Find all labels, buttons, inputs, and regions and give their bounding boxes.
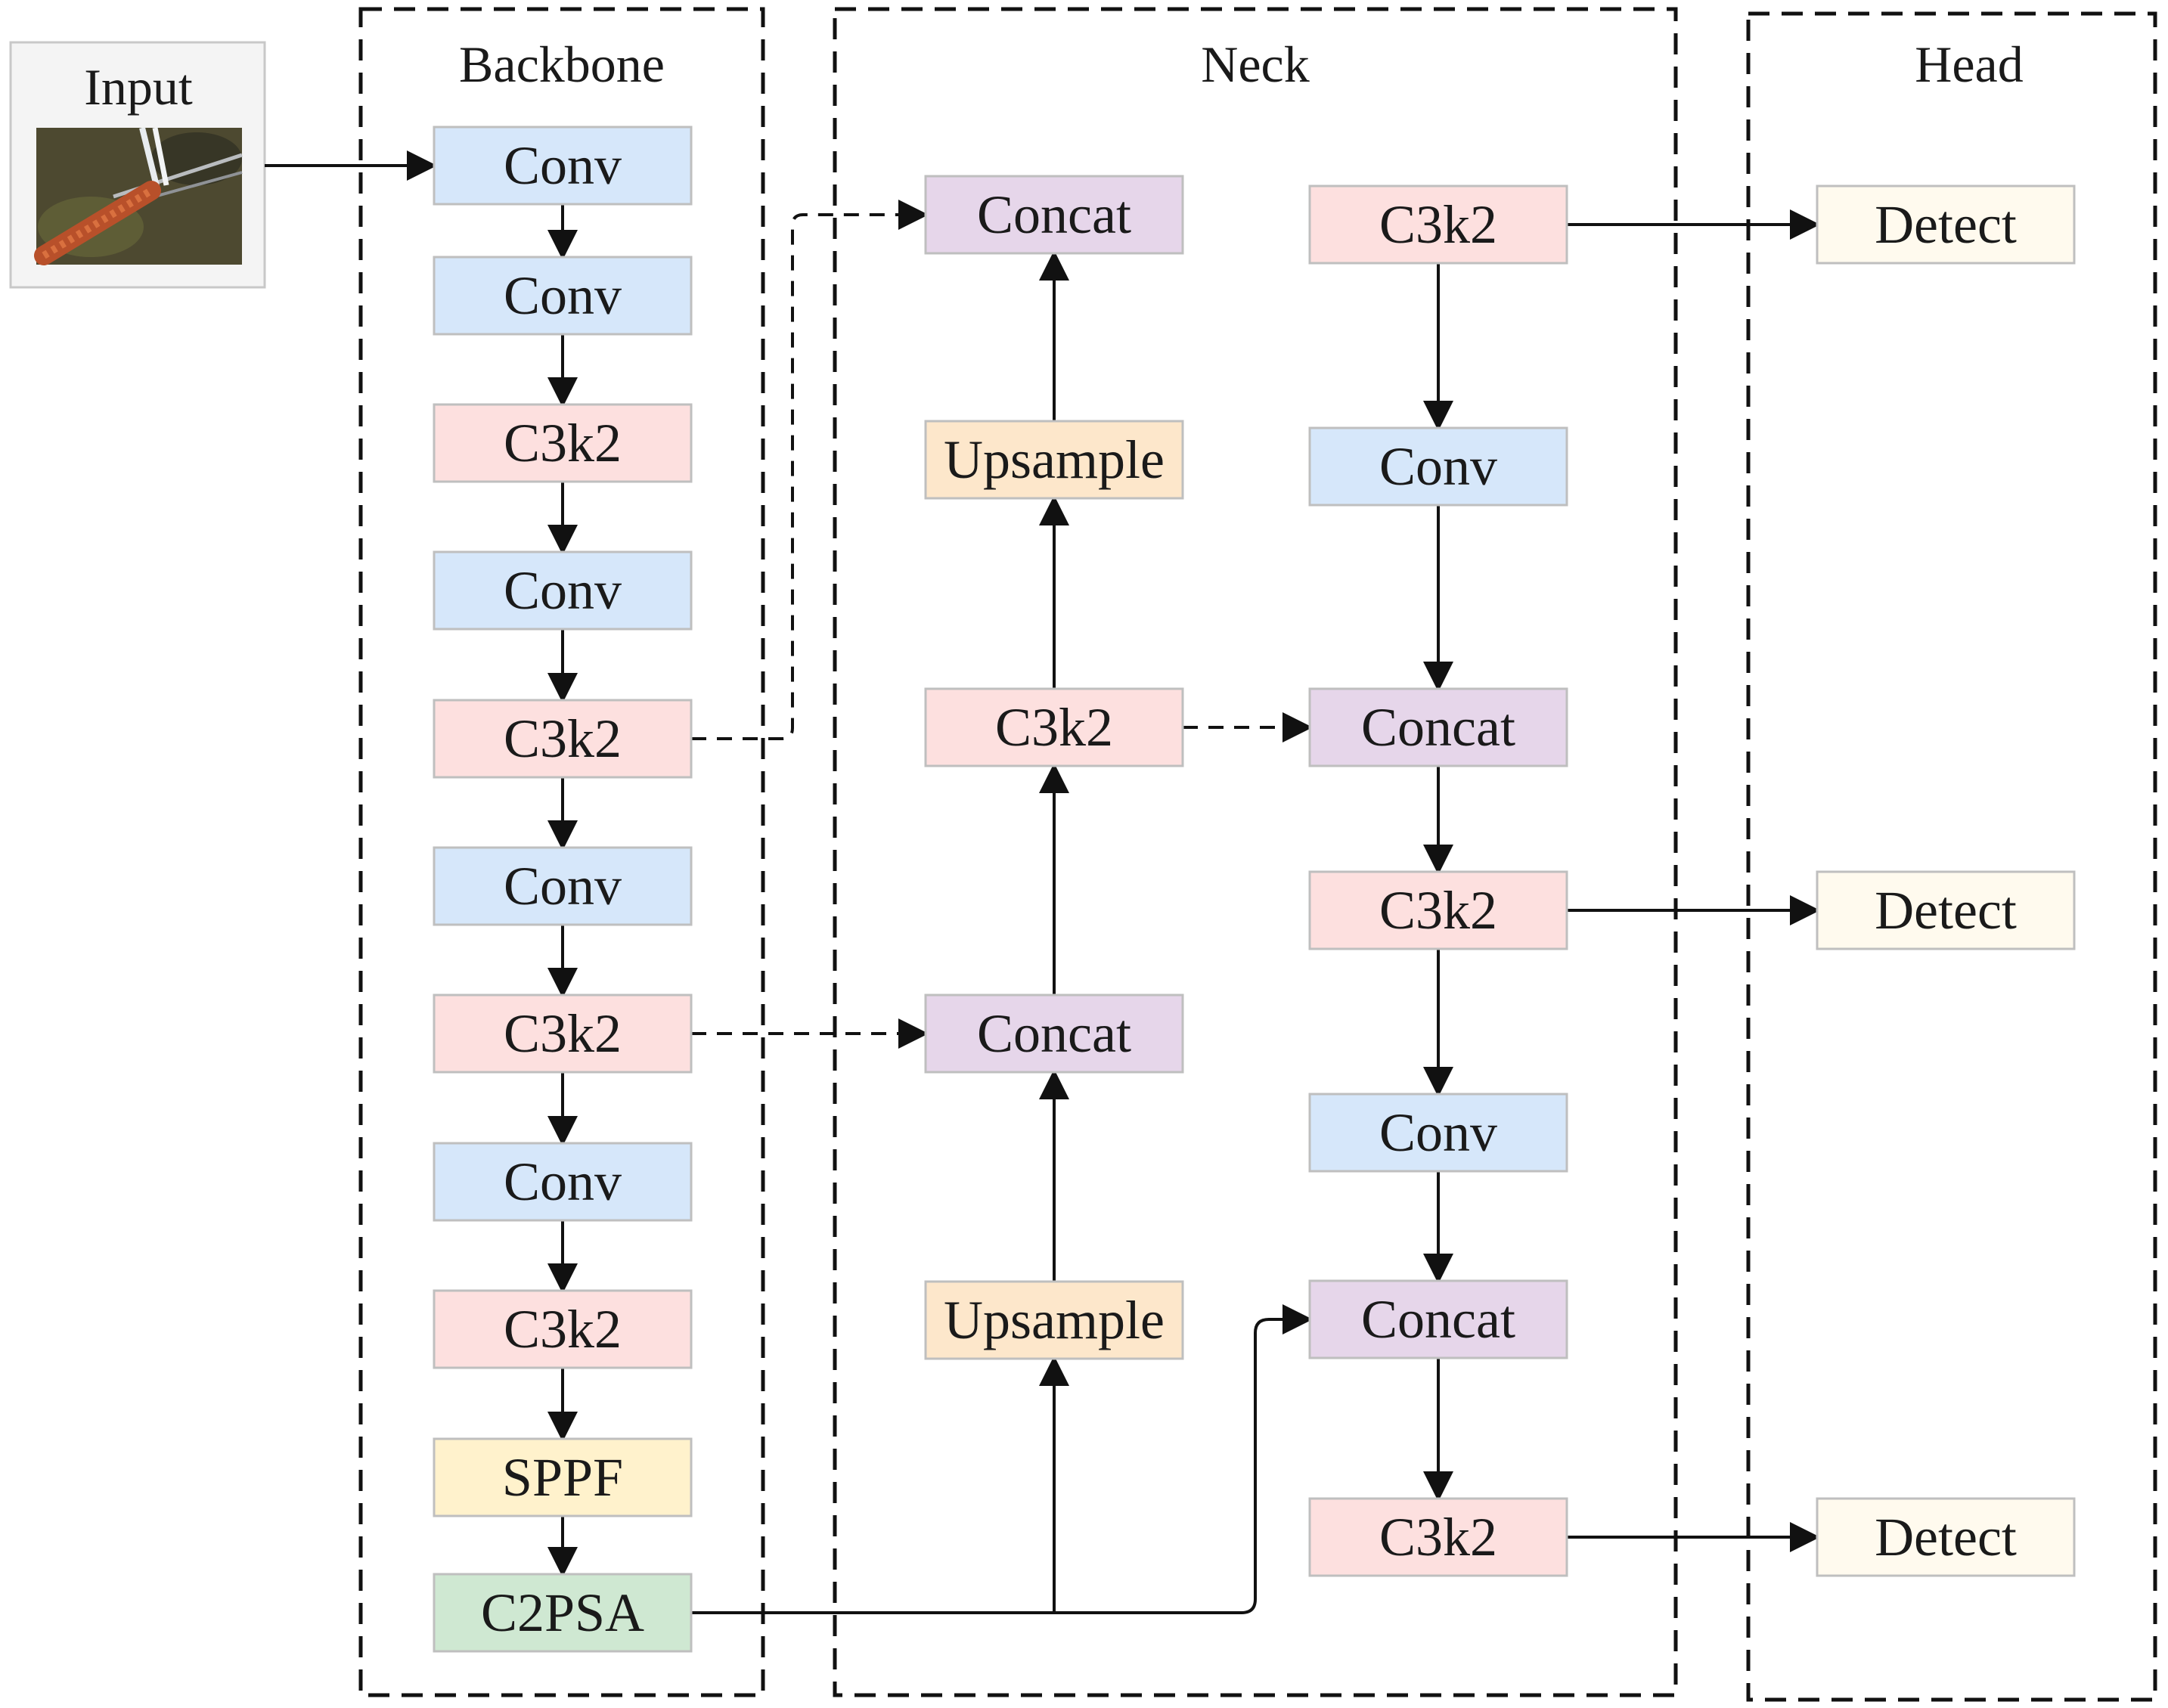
backbone-conv-block-1-label: Conv xyxy=(504,135,622,196)
backbone-conv-block-6-box xyxy=(433,846,693,926)
neck-down-c3k2-block-7: C3k2 xyxy=(1308,1497,1568,1577)
neck-frame xyxy=(833,7,1678,1697)
neck-down-c3k2-block-1-box xyxy=(1308,184,1568,265)
neck-up-upsample-block-2-label: Upsample xyxy=(944,429,1165,490)
backbone-conv-block-4-label: Conv xyxy=(504,560,622,621)
neck-up-concat-block-4: Concat xyxy=(924,993,1184,1074)
head-title: Head xyxy=(1915,36,2023,93)
backbone-c3k2-block-5: C3k2 xyxy=(433,699,693,779)
backbone-c2psa-block-11-box xyxy=(433,1573,693,1653)
neck-down-concat-block-6-box xyxy=(1308,1279,1568,1359)
blocks: ConvConvC3k2ConvC3k2ConvC3k2ConvC3k2SPPF… xyxy=(433,126,2076,1653)
head-detect-block-2-label: Detect xyxy=(1875,880,2017,941)
neck-title: Neck xyxy=(1201,36,1309,93)
backbone-conv-block-2: Conv xyxy=(433,256,693,336)
backbone-conv-block-8-box xyxy=(433,1142,693,1222)
backbone-c3k2-block-3-box xyxy=(433,403,693,483)
backbone-c3k2-block-5-label: C3k2 xyxy=(504,708,622,769)
power-line-photo-icon xyxy=(34,127,243,265)
neck-up-concat-block-1-label: Concat xyxy=(977,184,1131,245)
neck-up-concat-block-1-box xyxy=(924,175,1184,255)
neck-up-upsample-block-5-box xyxy=(924,1280,1184,1360)
backbone-conv-block-8-label: Conv xyxy=(504,1152,622,1212)
input-title: Input xyxy=(84,58,193,116)
backbone-c3k2-block-3-label: C3k2 xyxy=(504,413,622,473)
backbone-c3k2-block-5-box xyxy=(433,699,693,779)
neck-down-c3k2-block-4-label: C3k2 xyxy=(1379,880,1497,941)
neck-up-concat-block-1: Concat xyxy=(924,175,1184,255)
backbone-sppf-block-10-label: SPPF xyxy=(502,1447,623,1508)
backbone-conv-block-1: Conv xyxy=(433,126,693,206)
neck-down-conv-block-2-label: Conv xyxy=(1379,436,1497,497)
backbone-c3k2-block-7-box xyxy=(433,993,693,1074)
backbone-c3k2-block-7-label: C3k2 xyxy=(504,1003,622,1064)
neck-down-c3k2-block-1: C3k2 xyxy=(1308,184,1568,265)
backbone-c3k2-block-7: C3k2 xyxy=(433,993,693,1074)
head-detect-block-1-label: Detect xyxy=(1875,194,2017,255)
neck-down-conv-block-2-box xyxy=(1308,426,1568,507)
neck-up-upsample-block-5-label: Upsample xyxy=(944,1290,1165,1350)
backbone-sppf-block-10: SPPF xyxy=(433,1437,693,1517)
neck-up-upsample-block-2-box xyxy=(924,420,1184,500)
neck-down-conv-block-5: Conv xyxy=(1308,1093,1568,1173)
neck-down-c3k2-block-7-box xyxy=(1308,1497,1568,1577)
backbone-conv-block-2-label: Conv xyxy=(504,265,622,326)
backbone-c3k2-block-9-label: C3k2 xyxy=(504,1299,622,1359)
head-detect-block-3-box xyxy=(1816,1497,2076,1577)
neck-up-c3k2-block-3-box xyxy=(924,687,1184,767)
backbone-conv-block-4: Conv xyxy=(433,550,693,631)
neck-down-concat-block-3: Concat xyxy=(1308,687,1568,767)
neck-down-concat-block-6-label: Concat xyxy=(1361,1289,1515,1350)
backbone-conv-block-4-box xyxy=(433,550,693,631)
neck-down-conv-block-5-label: Conv xyxy=(1379,1102,1497,1163)
c2psa-to-concat-arrow xyxy=(1054,1304,1313,1614)
neck-down-c3k2-block-4-box xyxy=(1308,870,1568,950)
backbone-conv-block-8: Conv xyxy=(433,1142,693,1222)
neck-up-concat-block-4-label: Concat xyxy=(977,1003,1131,1064)
backbone-conv-block-6: Conv xyxy=(433,846,693,926)
head-detect-block-2: Detect xyxy=(1816,870,2076,950)
neck-down-conv-block-5-box xyxy=(1308,1093,1568,1173)
backbone-conv-block-2-box xyxy=(433,256,693,336)
neck-down-concat-block-3-label: Concat xyxy=(1361,697,1515,758)
backbone-frame xyxy=(358,7,765,1697)
head-frame xyxy=(1746,11,2157,1702)
neck-down-c3k2-block-7-label: C3k2 xyxy=(1379,1507,1497,1567)
head-detect-block-2-box xyxy=(1816,870,2076,950)
backbone-skip-to-concat-top xyxy=(691,200,929,740)
neck-down-c3k2-block-4: C3k2 xyxy=(1308,870,1568,950)
backbone-c3k2-block-9: C3k2 xyxy=(433,1289,693,1369)
backbone-c3k2-block-9-box xyxy=(433,1289,693,1369)
neck-up-c3k2-block-3: C3k2 xyxy=(924,687,1184,767)
neck-down-conv-block-2: Conv xyxy=(1308,426,1568,507)
head-detect-block-3: Detect xyxy=(1816,1497,2076,1577)
backbone-sppf-block-10-box xyxy=(433,1437,693,1517)
backbone-c2psa-block-11-label: C2PSA xyxy=(481,1582,644,1643)
edges xyxy=(265,150,1820,1614)
neck-up-upsample-block-2: Upsample xyxy=(924,420,1184,500)
head-detect-block-1-box xyxy=(1816,184,2076,265)
backbone-c2psa-block-11: C2PSA xyxy=(433,1573,693,1653)
neck-down-c3k2-block-1-label: C3k2 xyxy=(1379,194,1497,255)
neck-up-upsample-block-5: Upsample xyxy=(924,1280,1184,1360)
neck-down-concat-block-6: Concat xyxy=(1308,1279,1568,1359)
neck-up-c3k2-block-3-label: C3k2 xyxy=(995,697,1113,758)
head-detect-block-3-label: Detect xyxy=(1875,1507,2017,1567)
head-detect-block-1: Detect xyxy=(1816,184,2076,265)
neck-down-concat-block-3-box xyxy=(1308,687,1568,767)
backbone-conv-block-1-box xyxy=(433,126,693,206)
input-panel: Input xyxy=(9,41,266,289)
backbone-conv-block-6-label: Conv xyxy=(504,856,622,916)
backbone-c3k2-block-3: C3k2 xyxy=(433,403,693,483)
neck-up-concat-block-4-box xyxy=(924,993,1184,1074)
backbone-title: Backbone xyxy=(459,36,665,93)
